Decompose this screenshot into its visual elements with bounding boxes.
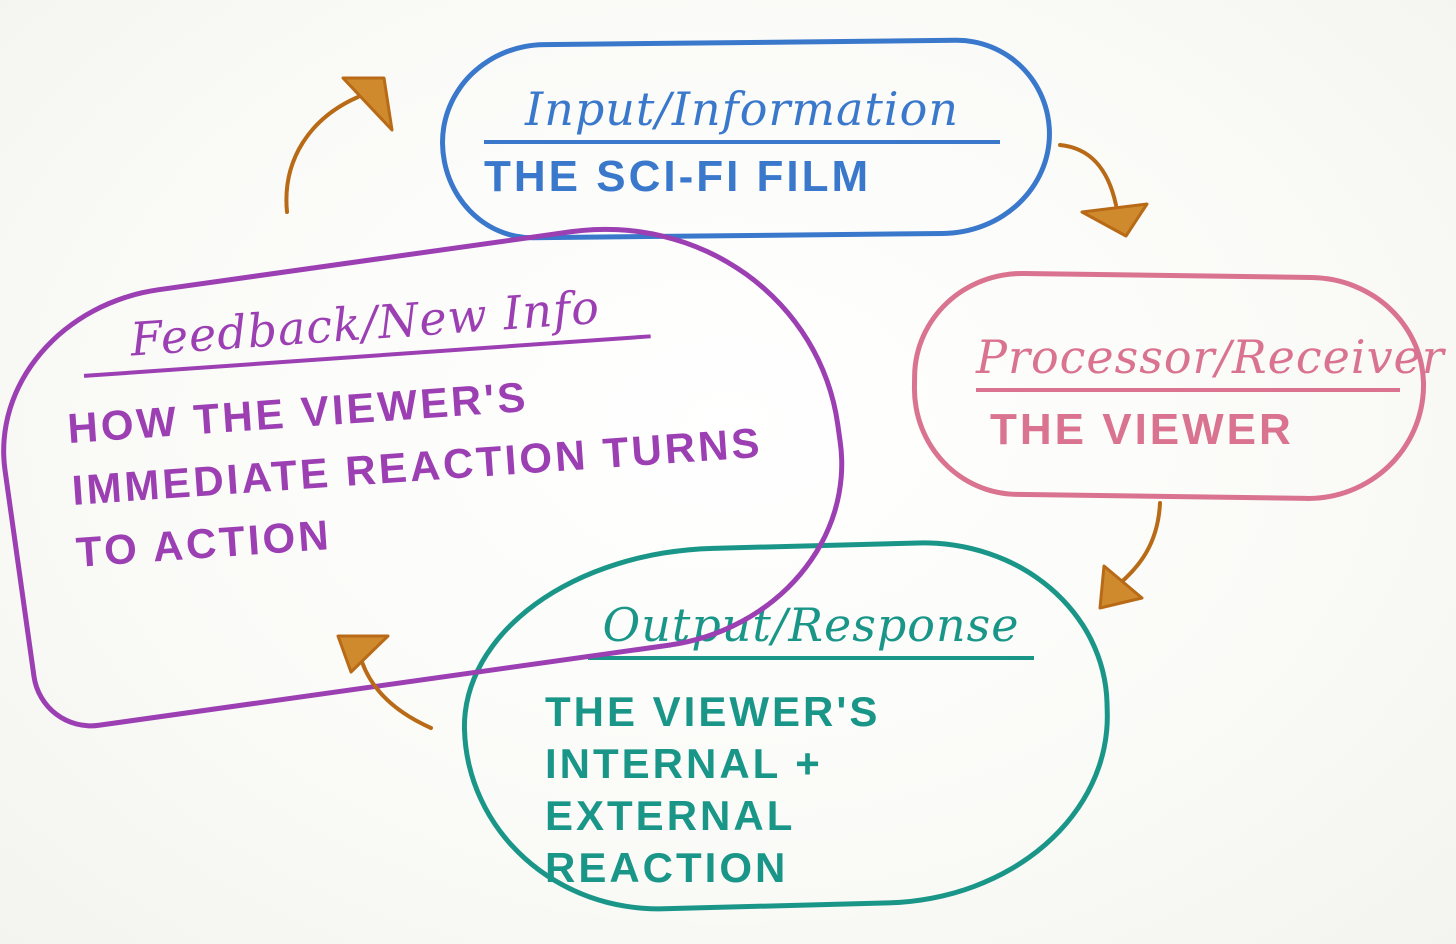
input-node-body: THE SCI-FI FILM	[484, 152, 872, 201]
processor-node-body: THE VIEWER	[990, 405, 1294, 454]
arrow-input-to-processor-icon	[1058, 143, 1149, 238]
processor-node-label: Processor/Receiver	[976, 330, 1444, 392]
arrow-processor-to-output-icon	[1098, 501, 1162, 610]
input-node-label: Input/Information	[484, 82, 1000, 144]
arrow-feedback-to-input-icon	[284, 76, 394, 214]
output-node-label: Output/Response	[588, 598, 1034, 660]
output-node-body: THE VIEWER'S INTERNAL + EXTERNAL REACTIO…	[545, 688, 881, 891]
